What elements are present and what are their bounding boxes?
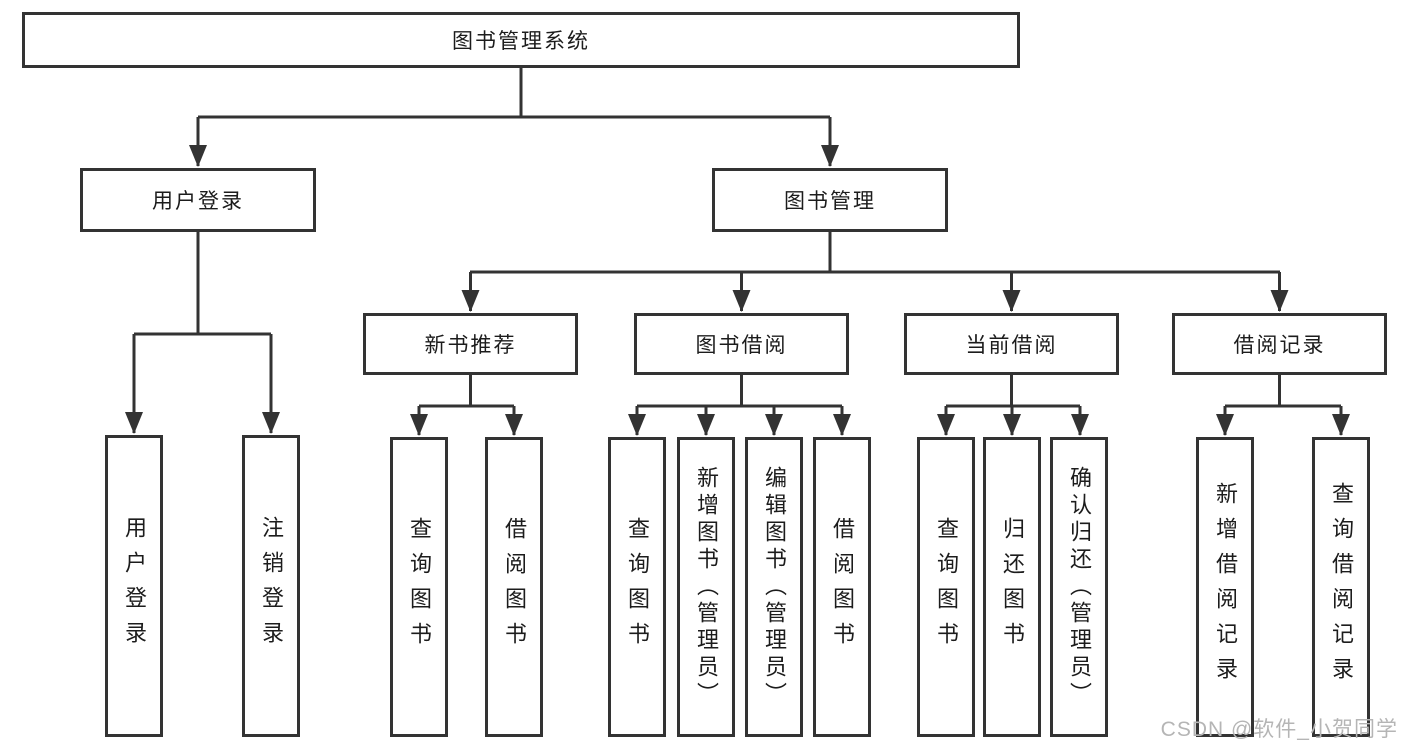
node-logout-leaf-label: 注销登录 xyxy=(259,516,284,656)
node-logout-leaf: 注销登录 xyxy=(242,435,300,737)
node-cb-query: 查询图书 xyxy=(917,437,975,737)
node-br-query-label: 查询借阅记录 xyxy=(1329,482,1354,692)
node-rec-query: 查询图书 xyxy=(390,437,448,737)
csdn-watermark: CSDN @软件_小贺同学 xyxy=(1160,718,1398,741)
node-new-book-rec-label: 新书推荐 xyxy=(424,334,517,357)
node-bb-edit: 编辑图书（管理员） xyxy=(745,437,803,737)
node-login-leaf: 用户登录 xyxy=(105,435,163,737)
node-book-borrow-label: 图书借阅 xyxy=(695,334,788,357)
node-bb-add: 新增图书（管理员） xyxy=(677,437,735,737)
node-cb-confirm: 确认归还（管理员） xyxy=(1050,437,1108,737)
node-bb-edit-label: 编辑图书（管理员） xyxy=(762,465,787,709)
node-bb-add-label: 新增图书（管理员） xyxy=(694,465,719,709)
node-user-login: 用户登录 xyxy=(80,168,316,232)
node-root: 图书管理系统 xyxy=(22,12,1020,68)
node-new-book-rec: 新书推荐 xyxy=(363,313,578,375)
node-cb-return-label: 归还图书 xyxy=(1000,517,1025,657)
node-br-add-label: 新增借阅记录 xyxy=(1213,482,1238,692)
node-br-add: 新增借阅记录 xyxy=(1196,437,1254,737)
node-cb-confirm-label: 确认归还（管理员） xyxy=(1067,465,1092,709)
node-current-borrow-label: 当前借阅 xyxy=(965,334,1058,357)
node-cb-return: 归还图书 xyxy=(983,437,1041,737)
node-bb-borrow-label: 借阅图书 xyxy=(830,517,855,657)
node-bb-query: 查询图书 xyxy=(608,437,666,737)
node-book-borrow: 图书借阅 xyxy=(634,313,849,375)
node-book-mgmt: 图书管理 xyxy=(712,168,948,232)
node-borrow-records: 借阅记录 xyxy=(1172,313,1387,375)
node-current-borrow: 当前借阅 xyxy=(904,313,1119,375)
node-br-query: 查询借阅记录 xyxy=(1312,437,1370,737)
node-root-label: 图书管理系统 xyxy=(452,30,590,53)
node-borrow-records-label: 借阅记录 xyxy=(1233,334,1326,357)
node-rec-borrow: 借阅图书 xyxy=(485,437,543,737)
node-bb-borrow: 借阅图书 xyxy=(813,437,871,737)
node-bb-query-label: 查询图书 xyxy=(625,517,650,657)
node-user-login-label: 用户登录 xyxy=(152,190,244,213)
node-login-leaf-label: 用户登录 xyxy=(122,516,147,656)
node-book-mgmt-label: 图书管理 xyxy=(784,190,876,213)
node-rec-query-label: 查询图书 xyxy=(407,517,432,657)
node-cb-query-label: 查询图书 xyxy=(934,517,959,657)
node-rec-borrow-label: 借阅图书 xyxy=(502,517,527,657)
